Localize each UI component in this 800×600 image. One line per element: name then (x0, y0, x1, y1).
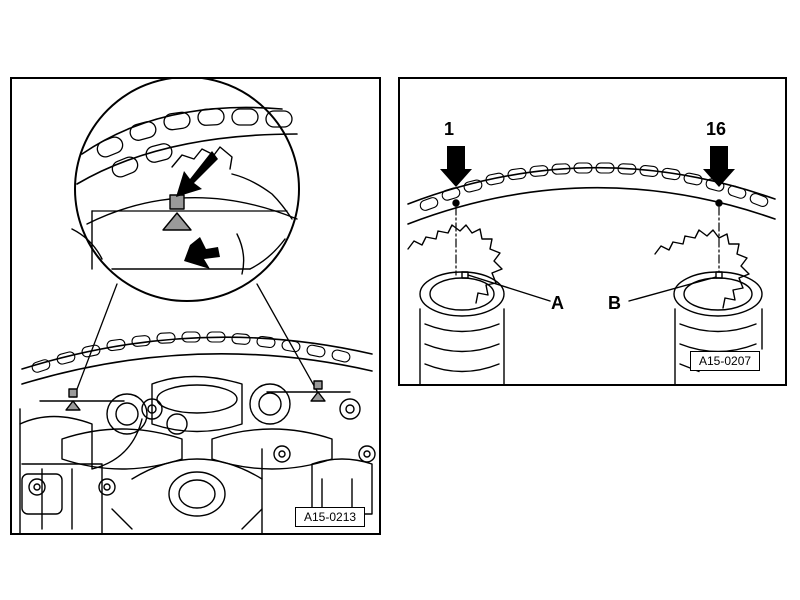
diagram-panel-right: 1 16 A B A15-0207 (398, 77, 787, 386)
callout-label-a: A (551, 293, 564, 313)
callout-label-1: 1 (444, 119, 455, 139)
engine-head-illustration (19, 331, 376, 533)
engine-timing-illustration-left (19, 79, 376, 533)
figure-reference-code: A15-0207 (690, 351, 761, 371)
callout-label-16: 16 (706, 119, 727, 139)
timing-chain (407, 162, 776, 225)
figure-reference-code: A15-0213 (295, 507, 366, 527)
arrow-down-icon (703, 146, 735, 187)
arrow-down-icon (440, 146, 472, 187)
magnified-detail-circle (71, 79, 300, 302)
right-sprocket (654, 229, 763, 384)
callout-label-b: B (608, 293, 621, 313)
diagram-panel-left: A15-0213 (10, 77, 381, 535)
chain-sprocket-illustration-right (407, 146, 776, 384)
left-sprocket (407, 224, 505, 384)
